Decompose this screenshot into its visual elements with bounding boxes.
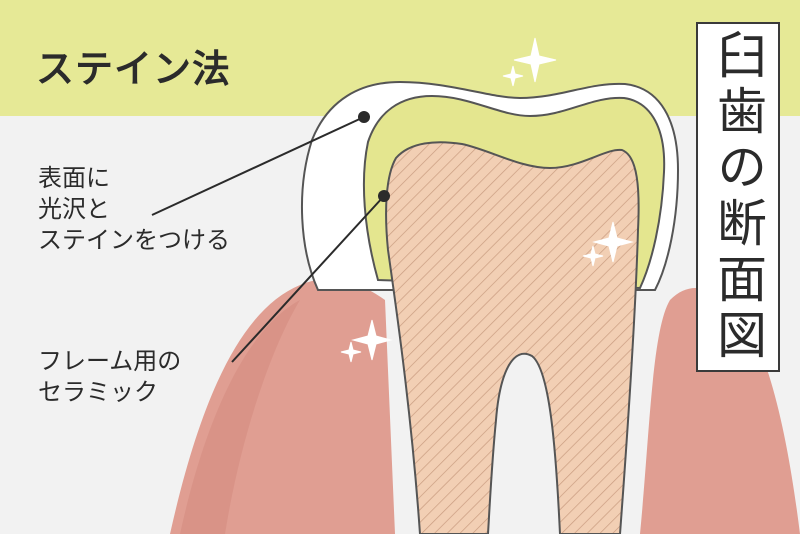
tooth-dentin xyxy=(385,141,640,534)
side-title-box: 臼歯の断面図 xyxy=(696,22,780,372)
leader-line-ceramic xyxy=(231,195,385,363)
label-ceramic-line: フレーム用の xyxy=(38,347,182,375)
pointer-dot-icon xyxy=(358,111,370,123)
pointer-dot-icon xyxy=(378,190,390,202)
label-ceramic: フレーム用の セラミック xyxy=(38,346,181,408)
side-title: 臼歯の断面図 xyxy=(709,29,767,365)
sparkle-icon xyxy=(513,37,557,83)
label-ceramic-line: セラミック xyxy=(38,378,158,406)
gum-left-shadow xyxy=(180,300,300,534)
label-stain-line: 光沢と xyxy=(38,195,110,223)
gum-right xyxy=(640,288,800,534)
page-title: ステイン法 xyxy=(36,47,232,91)
sparkle-icon xyxy=(351,319,393,361)
label-stain-line: 表面に xyxy=(38,164,110,192)
sparkle-icon xyxy=(582,245,604,267)
sparkle-icon xyxy=(502,65,524,87)
sparkle-icon xyxy=(592,221,634,263)
sparkle-icon xyxy=(340,341,362,363)
label-stain: 表面に 光沢と ステインをつける xyxy=(38,163,230,256)
label-stain-line: ステインをつける xyxy=(38,226,230,254)
leader-line-stain xyxy=(151,116,365,216)
